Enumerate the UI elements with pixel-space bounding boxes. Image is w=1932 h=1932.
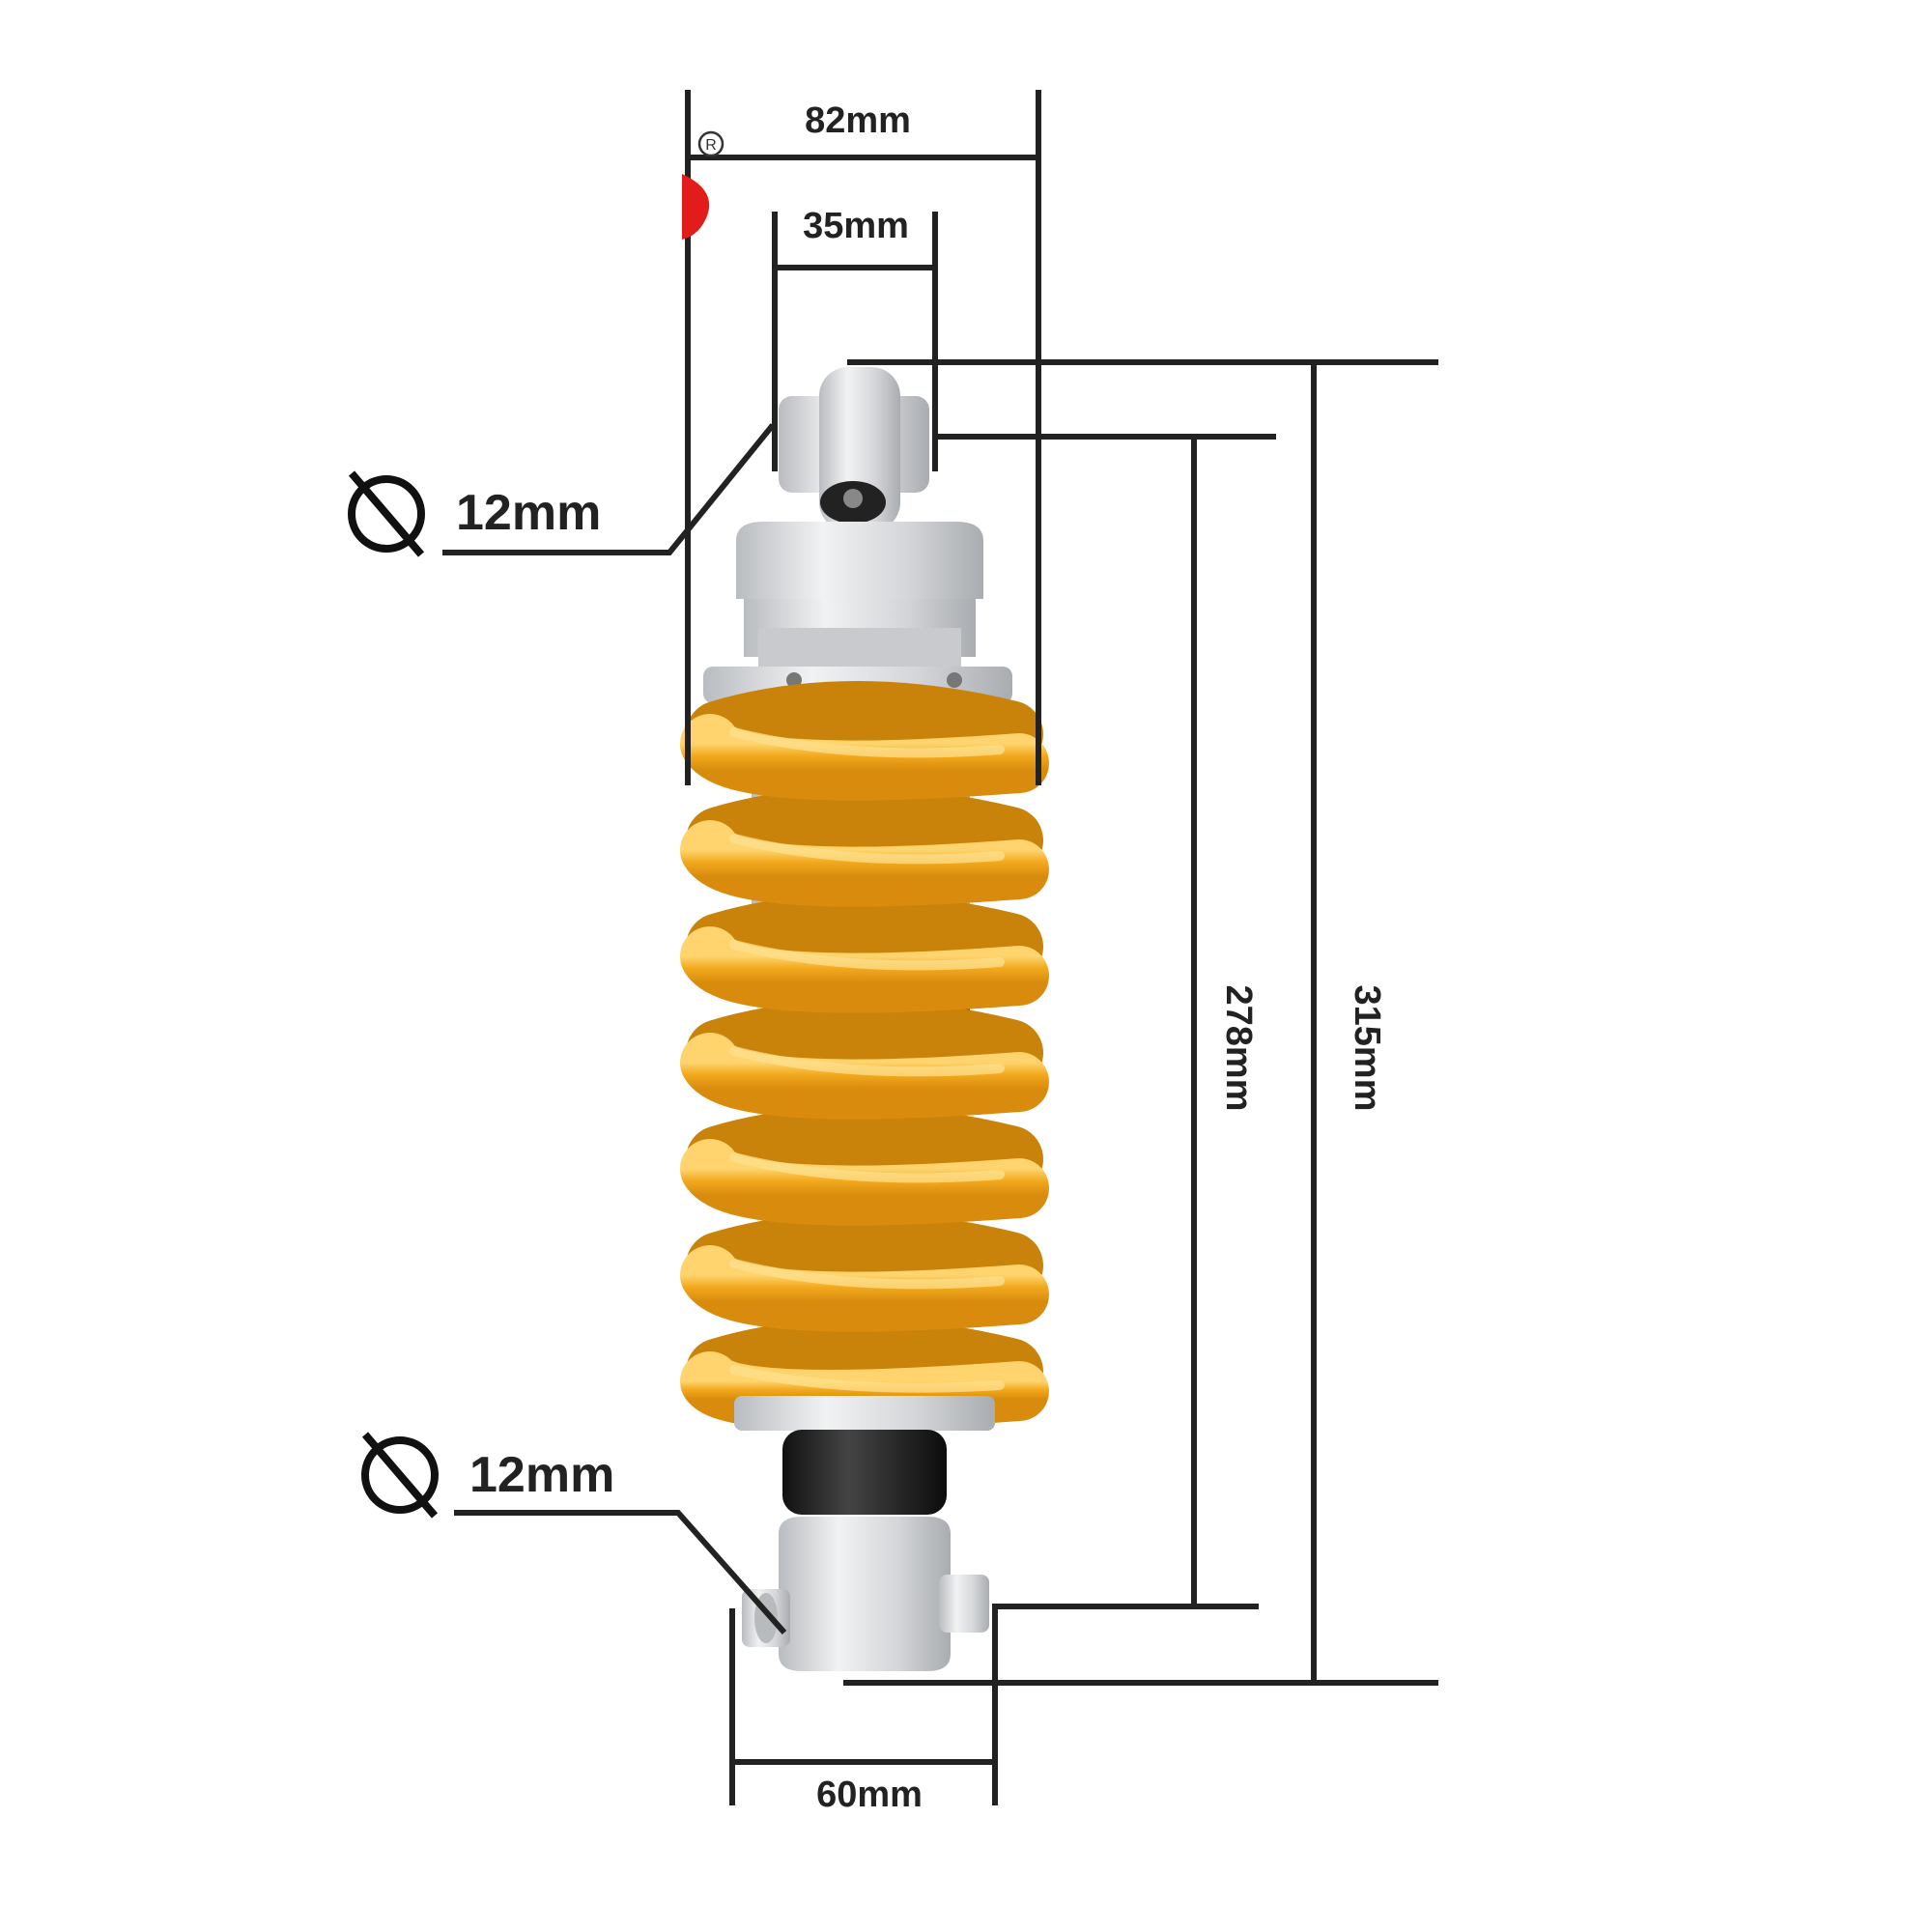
- bottom-mount-eye: [742, 1517, 989, 1671]
- diameter-icon: [348, 470, 425, 557]
- brand-mark: [682, 174, 710, 240]
- bottom-bushing-diameter-label: 12mm: [469, 1447, 614, 1503]
- svg-text:R: R: [705, 137, 717, 154]
- eye-to-eye-length-label: 278mm: [1218, 985, 1259, 1112]
- shock-absorber: This unit contains high pressure nitroge…: [680, 367, 1049, 1671]
- top-mount-width-label: 35mm: [803, 206, 909, 246]
- diameter-icon: [361, 1432, 439, 1519]
- dimension-lines: [442, 90, 1438, 1805]
- spring-seat: [734, 1396, 995, 1431]
- top-bushing-diameter-label: 12mm: [456, 485, 601, 541]
- registered-icon: R: [697, 130, 724, 157]
- overall-width-label: 82mm: [805, 100, 911, 141]
- reservoir-cap: [703, 522, 1012, 703]
- bottom-mount-width-label: 60mm: [816, 1775, 923, 1815]
- bump-stop: [782, 1430, 947, 1515]
- top-mount-eye: [779, 367, 929, 531]
- coil-spring: [680, 681, 1049, 1430]
- overall-length-label: 315mm: [1347, 985, 1387, 1112]
